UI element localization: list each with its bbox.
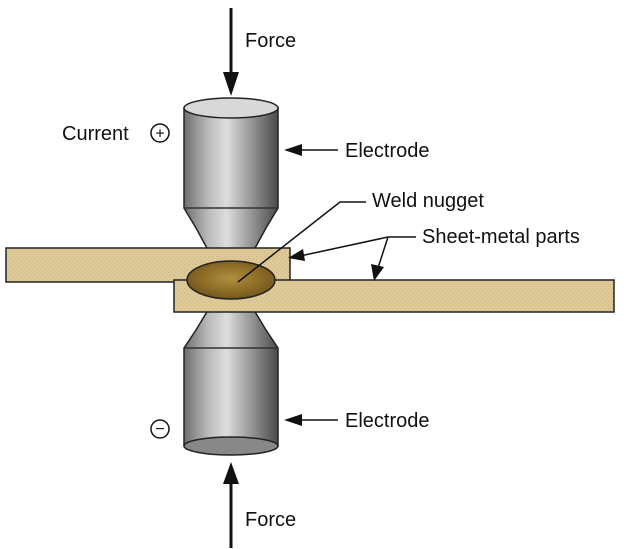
negative-terminal-icon: − bbox=[150, 419, 170, 439]
sheet-metal-label: Sheet-metal parts bbox=[422, 226, 580, 248]
weld-nugget bbox=[186, 260, 276, 300]
force-label-bottom: Force bbox=[245, 509, 297, 531]
bottom-electrode bbox=[183, 309, 279, 456]
force-arrow-bottom bbox=[223, 462, 239, 548]
electrode-label-top: Electrode bbox=[345, 140, 430, 162]
weld-nugget-leader bbox=[237, 201, 366, 283]
current-label: Current bbox=[62, 123, 129, 145]
force-arrow-top bbox=[223, 8, 239, 96]
svg-text:+: + bbox=[155, 126, 164, 143]
weld-nugget-label: Weld nugget bbox=[372, 190, 484, 212]
svg-text:−: − bbox=[155, 421, 164, 438]
force-label-top: Force bbox=[245, 30, 297, 52]
electrode-top-leader bbox=[284, 144, 338, 156]
positive-terminal-icon: + bbox=[150, 123, 170, 143]
electrode-label-bottom: Electrode bbox=[345, 410, 430, 432]
sheet-metal-leader bbox=[288, 236, 416, 281]
top-electrode bbox=[183, 97, 279, 251]
electrode-bottom-leader bbox=[284, 414, 338, 426]
